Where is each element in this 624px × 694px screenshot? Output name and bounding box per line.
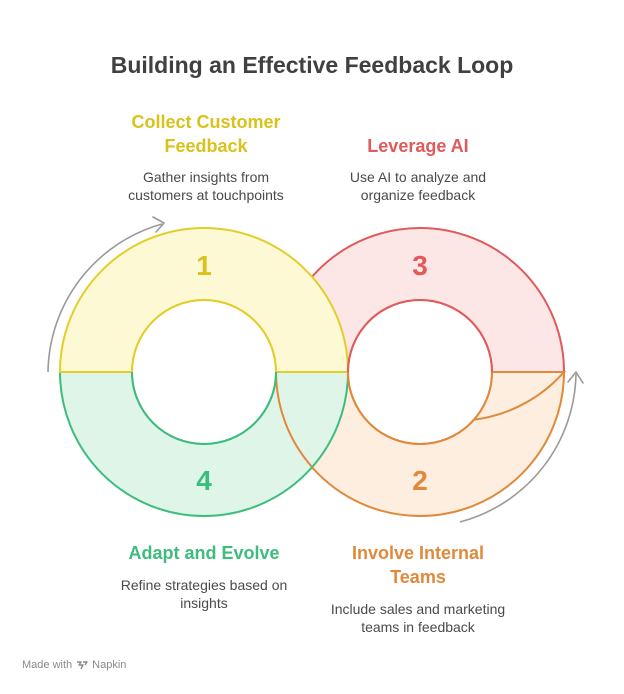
ring-2-hole-top <box>347 299 493 373</box>
step-3-desc-line1: Use AI to analyze and <box>349 169 487 185</box>
step-3-desc-line2: organize feedback <box>360 187 476 203</box>
step-1-desc-line1: Gather insights from <box>142 169 270 185</box>
ring-2-hole <box>349 301 491 443</box>
napkin-logo-icon <box>77 661 88 670</box>
step-4-desc-line2: insights <box>180 595 228 611</box>
step-2-title-line2: Teams <box>390 567 446 587</box>
step-2-desc-line2: teams in feedback <box>361 619 475 635</box>
footer-attribution: Made with Napkin <box>22 659 126 671</box>
segment-2-overlap-edge <box>275 371 313 468</box>
ring-1-hole-top <box>131 299 277 373</box>
step-3-description: Use AI to analyze and organize feedback <box>308 168 528 204</box>
step-1-title-line2: Feedback <box>164 136 248 156</box>
step-4-title: Adapt and Evolve <box>94 541 314 565</box>
step-1-title: Collect Customer Feedback <box>96 110 316 158</box>
step-4-desc-line1: Refine strategies based on <box>120 577 288 593</box>
step-4-title-line1: Adapt and Evolve <box>128 543 280 563</box>
footer-brand: Napkin <box>92 659 127 671</box>
step-4-number: 4 <box>196 465 212 496</box>
ring-1-hole <box>133 301 275 443</box>
step-1-number: 1 <box>196 250 212 281</box>
diagram-title: Building an Effective Feedback Loop <box>110 52 514 78</box>
step-1-description: Gather insights from customers at touchp… <box>96 168 316 204</box>
step-3-number: 3 <box>412 250 428 281</box>
step-1-title-line1: Collect Customer <box>131 112 281 132</box>
arrow-right-head-icon <box>567 371 584 384</box>
step-2-description: Include sales and marketing teams in fee… <box>298 600 538 636</box>
arrow-right-curve <box>459 373 577 523</box>
step-3-title: Leverage AI <box>318 134 518 158</box>
step-2-title-line1: Involve Internal <box>351 543 485 563</box>
step-4-description: Refine strategies based on insights <box>94 576 314 612</box>
arrow-left-curve <box>47 223 163 373</box>
footer-text: Made with <box>22 659 73 671</box>
step-2-title: Involve Internal Teams <box>308 541 528 589</box>
step-1-desc-line2: customers at touchpoints <box>128 187 284 203</box>
ring-1-hole-bottom <box>131 371 277 445</box>
step-2-desc-line1: Include sales and marketing <box>330 601 506 617</box>
step-3-title-line1: Leverage AI <box>367 136 469 156</box>
arrow-left-head-icon <box>152 216 165 233</box>
ring-2-hole-bottom <box>347 371 493 445</box>
step-2-number: 2 <box>412 465 428 496</box>
